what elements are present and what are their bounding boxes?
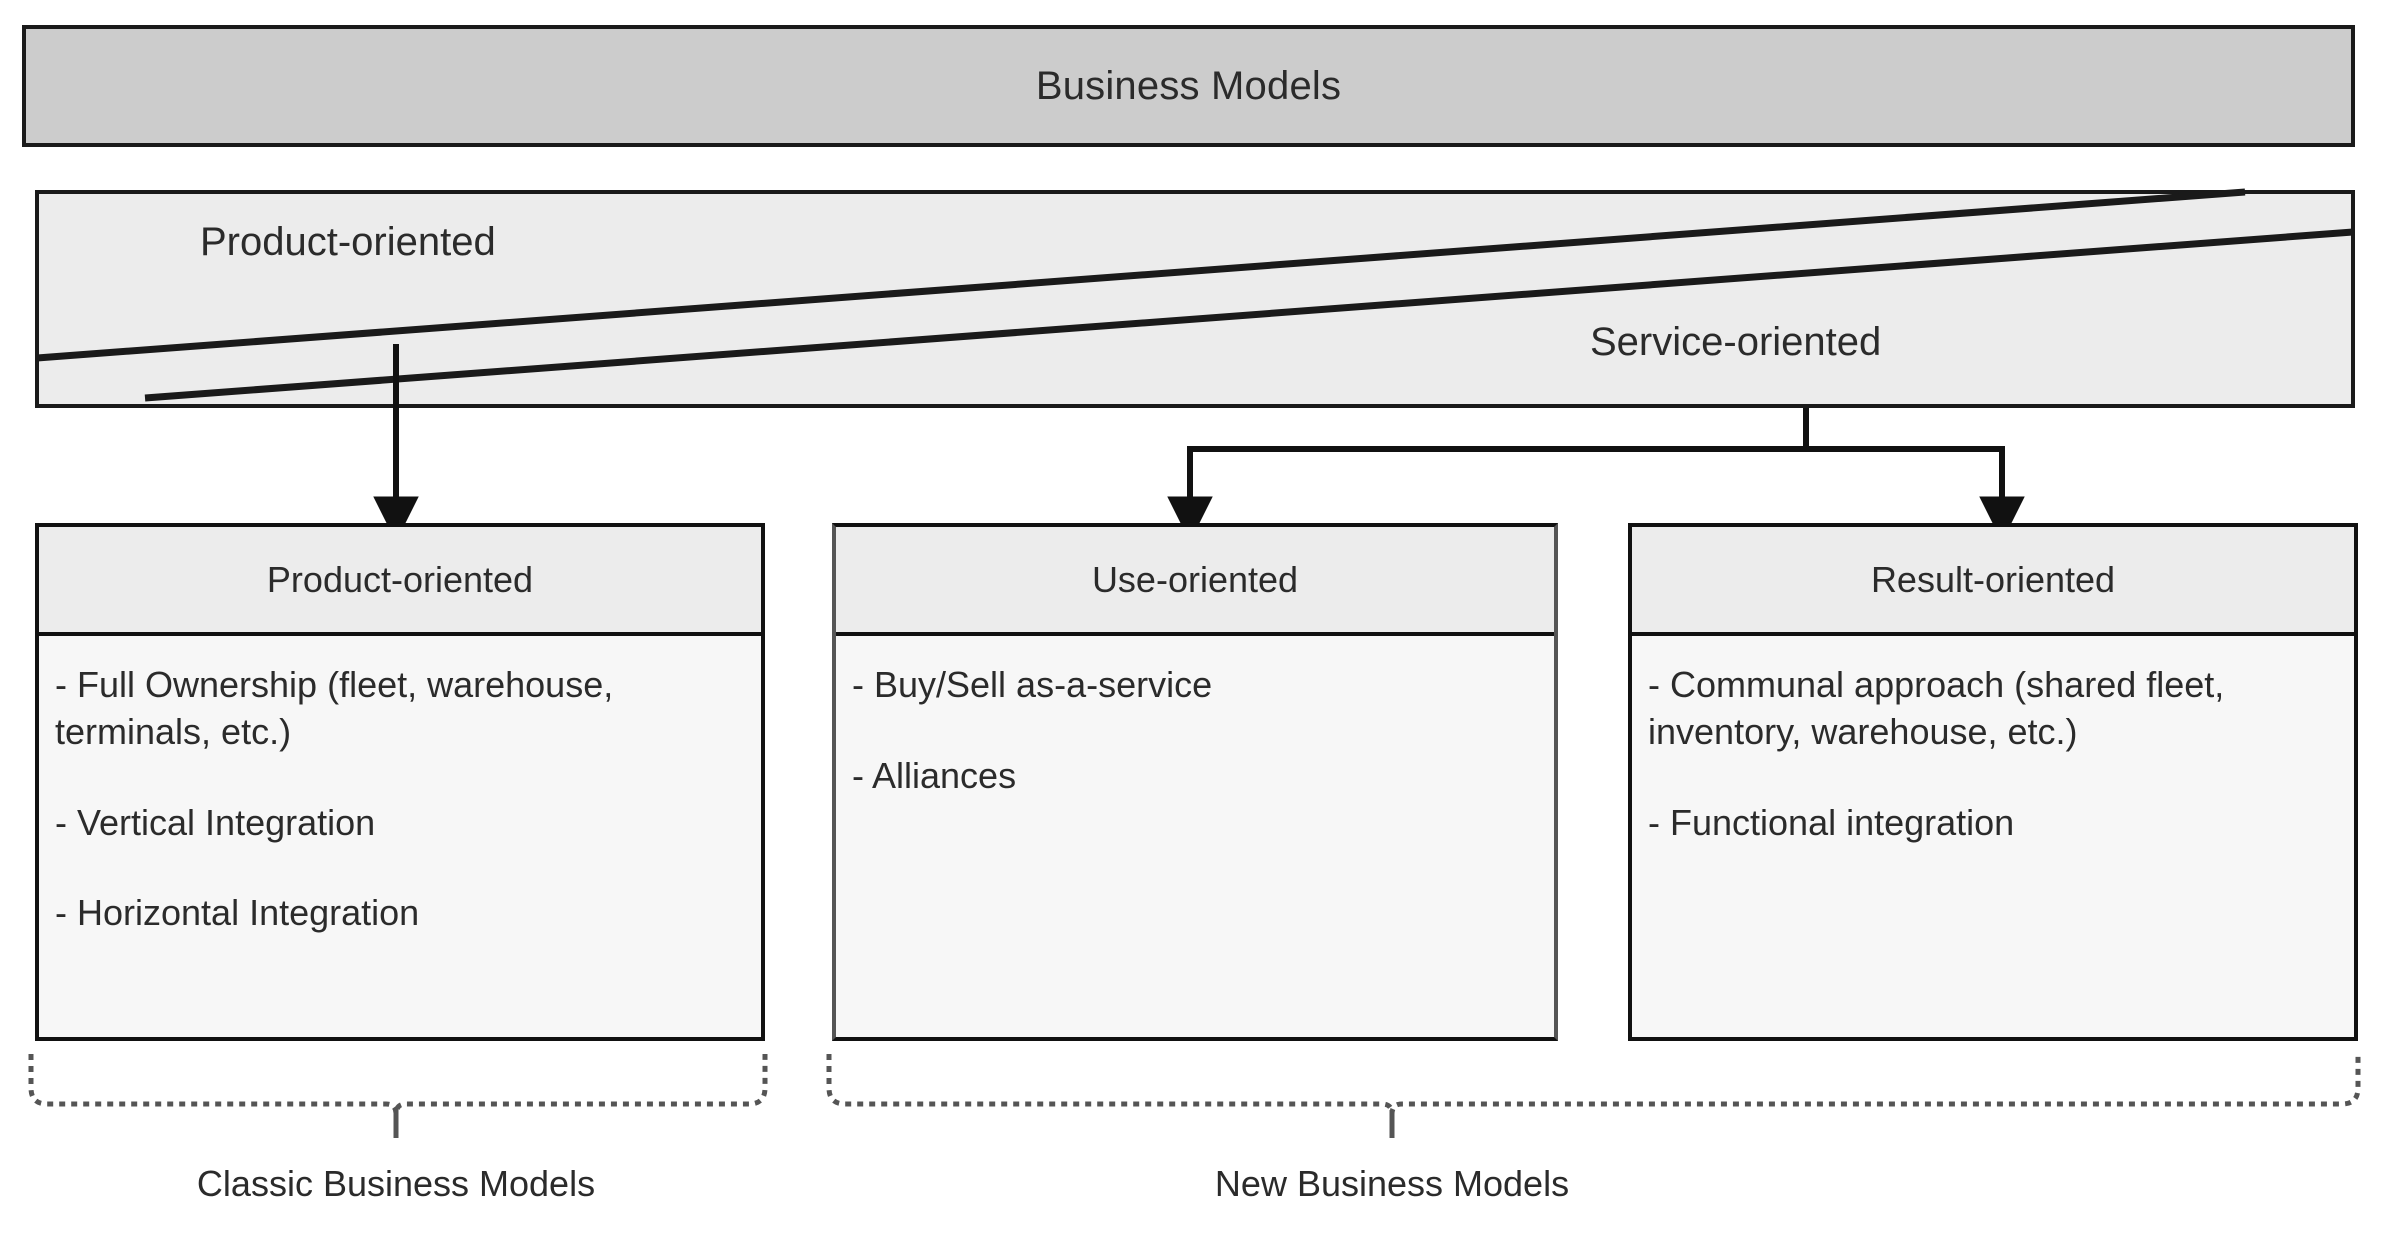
category-box-result-oriented: Result-oriented - Communal approach (sha… [1628,523,2358,1041]
business-models-title-box: Business Models [22,25,2355,147]
list-item: - Full Ownership (fleet, warehouse, term… [55,664,614,752]
spectrum-label-service-oriented: Service-oriented [1590,320,1882,364]
list-item: - Vertical Integration [55,801,376,843]
category-box-use-oriented: Use-oriented - Buy/Sell as-a-service - A… [832,523,1558,1041]
category-body-product-oriented: - Full Ownership (fleet, warehouse, term… [39,636,761,947]
category-body-use-oriented: - Buy/Sell as-a-service - Alliances [836,636,1554,810]
category-box-product-oriented: Product-oriented - Full Ownership (fleet… [35,523,765,1041]
group-label-new-business-models: New Business Models [1214,1163,1570,1204]
spectrum-label-product-oriented: Product-oriented [200,220,496,264]
list-item: - Functional integration [1648,801,2015,843]
category-header-use-oriented: Use-oriented [836,527,1554,636]
category-header-result-oriented: Result-oriented [1632,527,2354,636]
list-item: - Communal approach (shared fleet, inven… [1648,664,2225,752]
spectrum-wedge-lines [36,188,2354,402]
group-label-classic-business-models: Classic Business Models [196,1163,596,1204]
category-header-product-oriented: Product-oriented [39,527,761,636]
list-item: - Buy/Sell as-a-service [852,664,1213,705]
group-braces [28,1054,2361,1138]
list-item: - Alliances [852,754,1017,796]
list-item: - Horizontal Integration [55,892,420,934]
orientation-spectrum-banner [35,190,2355,408]
category-body-result-oriented: - Communal approach (shared fleet, inven… [1632,636,2354,856]
page-title: Business Models [1035,63,1342,108]
